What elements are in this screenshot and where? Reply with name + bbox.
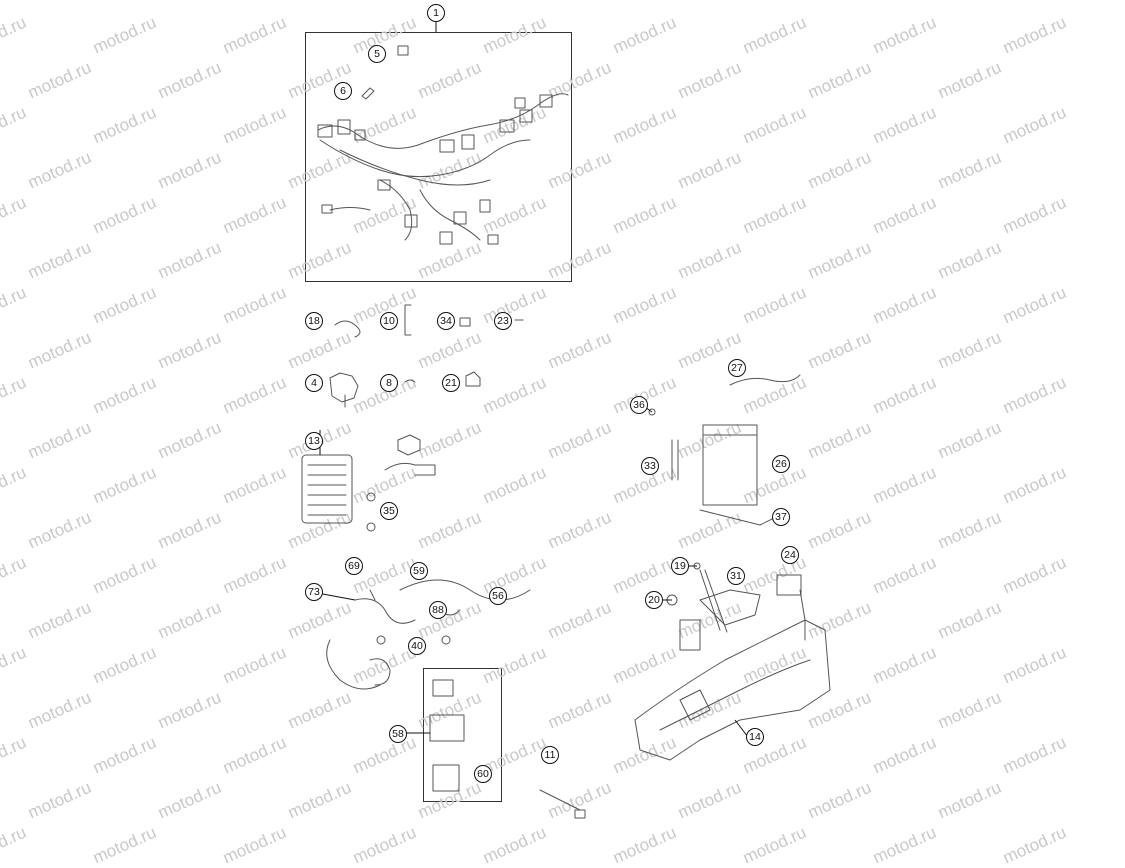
callout-34[interactable]: 34 <box>437 312 455 330</box>
part-18-cable <box>334 320 361 338</box>
callout-4[interactable]: 4 <box>305 374 323 392</box>
callout-33[interactable]: 33 <box>641 457 659 475</box>
callout-36[interactable]: 36 <box>630 396 648 414</box>
parts-line-art <box>301 21 831 819</box>
callout-56[interactable]: 56 <box>489 587 507 605</box>
callout-35[interactable]: 35 <box>380 502 398 520</box>
callout-69[interactable]: 69 <box>345 557 363 575</box>
callout-26[interactable]: 26 <box>772 455 790 473</box>
callout-19[interactable]: 19 <box>671 557 689 575</box>
callout-14[interactable]: 14 <box>746 728 764 746</box>
callout-13[interactable]: 13 <box>305 432 323 450</box>
wiring-harness-box <box>305 32 572 282</box>
callout-20[interactable]: 20 <box>645 591 663 609</box>
callout-59[interactable]: 59 <box>410 562 428 580</box>
callout-21[interactable]: 21 <box>442 374 460 392</box>
callout-11[interactable]: 11 <box>541 746 559 764</box>
callout-18[interactable]: 18 <box>305 312 323 330</box>
callout-1[interactable]: 1 <box>427 4 445 22</box>
callout-88[interactable]: 88 <box>429 601 447 619</box>
relay-set-box <box>423 668 502 802</box>
callout-58[interactable]: 58 <box>389 725 407 743</box>
callout-23[interactable]: 23 <box>494 312 512 330</box>
wiring-harness-part <box>317 45 569 245</box>
parts-diagram: 1 5 6 18 10 34 23 4 8 21 13 35 69 59 73 … <box>0 4 1069 867</box>
callout-73[interactable]: 73 <box>305 583 323 601</box>
callout-10[interactable]: 10 <box>380 312 398 330</box>
callout-27[interactable]: 27 <box>728 359 746 377</box>
callout-24[interactable]: 24 <box>781 546 799 564</box>
callout-31[interactable]: 31 <box>727 567 745 585</box>
callout-40[interactable]: 40 <box>408 637 426 655</box>
callout-5[interactable]: 5 <box>368 45 386 63</box>
callout-60[interactable]: 60 <box>474 765 492 783</box>
callout-6[interactable]: 6 <box>334 82 352 100</box>
callout-37[interactable]: 37 <box>772 508 790 526</box>
callout-8[interactable]: 8 <box>380 374 398 392</box>
